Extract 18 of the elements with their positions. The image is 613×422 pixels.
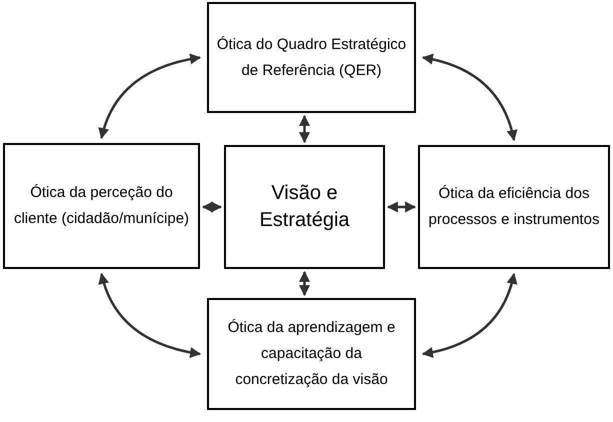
perspective-box <box>3 143 200 269</box>
double-arrow <box>299 114 310 144</box>
double-arrow <box>386 202 416 212</box>
box-label: Ótica da aprendizagem e capacitação da concretização da visão <box>226 318 396 390</box>
double-arrow <box>98 54 202 140</box>
title-text: Visão e Estratégia <box>258 181 351 233</box>
double-arrow <box>422 54 518 142</box>
double-arrow <box>98 272 202 358</box>
central-box <box>224 145 385 269</box>
double-arrow <box>422 272 517 358</box>
box-label: Ótica da eficiência dos processos e instrumentos <box>428 184 600 230</box>
double-arrow <box>299 270 310 296</box>
perspective-box <box>207 2 416 113</box>
double-arrow <box>202 202 222 212</box>
perspective-box <box>207 298 416 410</box>
perspective-box <box>418 145 610 269</box>
box-label: Ótica do Quadro Estratégico de Referência (QER) <box>216 34 408 80</box>
box-label: Ótica da perceção do cliente (cidadão/munícipe) <box>12 183 190 229</box>
